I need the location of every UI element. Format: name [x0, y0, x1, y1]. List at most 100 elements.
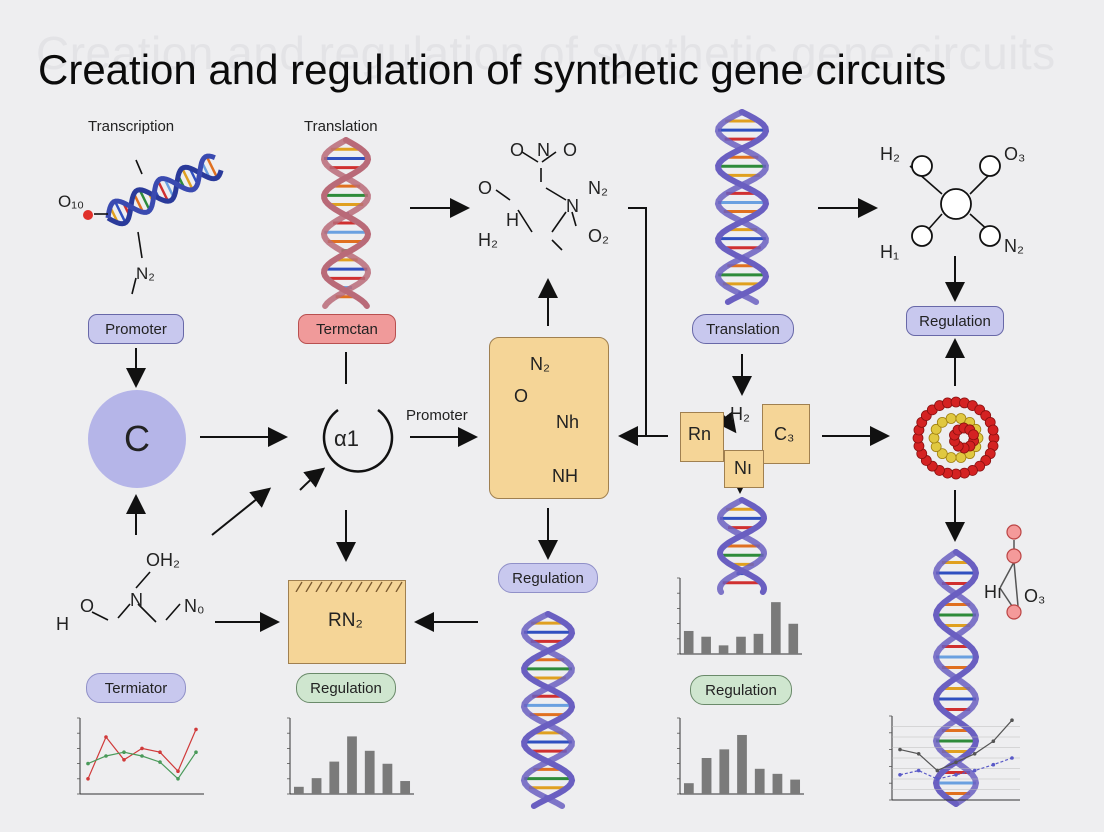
bead: [987, 424, 999, 436]
bead: [936, 416, 948, 428]
base-pair: [181, 167, 194, 191]
bead: [945, 452, 957, 463]
mol2-o: O: [478, 178, 493, 198]
bar: [754, 768, 765, 794]
small-molecule-red: [999, 524, 1022, 620]
mol1-o: O₁₀: [58, 192, 85, 211]
strand: [320, 137, 372, 309]
base-pair: [138, 189, 151, 211]
bracket-line: [624, 207, 647, 437]
point: [935, 777, 940, 781]
strand: [105, 153, 216, 219]
bar: [382, 763, 393, 794]
rn-label: Rn: [688, 424, 712, 444]
point: [954, 773, 958, 777]
mol-bl-n: N: [130, 590, 143, 610]
bar: [347, 736, 357, 794]
h2-small-label: H₂: [730, 404, 750, 424]
bar: [788, 623, 799, 654]
dna-helix-top-right: [714, 109, 770, 305]
c3-label: C₃: [774, 424, 795, 444]
mol3-h2: H₂: [880, 144, 900, 164]
pill-regulation-bottom-left: Regulation: [296, 673, 396, 703]
mol2-o2: O₂: [588, 226, 609, 246]
base-pair: [163, 178, 175, 198]
bead: [936, 448, 948, 460]
chart-2: [287, 717, 414, 795]
bar: [364, 750, 375, 794]
chart-1: [77, 717, 204, 795]
mol2-h: H: [506, 210, 519, 230]
bead: [968, 429, 979, 441]
label-promoter-arrow: Promoter: [406, 407, 468, 424]
mol2-n2: N₂: [588, 178, 608, 198]
bar: [701, 758, 712, 794]
bar: [329, 761, 340, 794]
bar: [683, 630, 694, 654]
mol-bl-oh2: OH₂: [146, 550, 180, 570]
dna-helix-transcription: [105, 153, 224, 227]
box-mol-o: O: [514, 386, 529, 406]
mol-o3-label: O₃: [1024, 586, 1046, 606]
circle-c: C: [88, 390, 186, 488]
bar: [790, 779, 801, 794]
series-line: [87, 751, 197, 780]
arrow-alpha-loop: [299, 467, 326, 491]
n1-label: Nı: [734, 458, 752, 478]
pill-termctan: Termctan: [298, 314, 396, 344]
mol3-o3: O₃: [1004, 144, 1026, 164]
pill-regulation-top-right: Regulation: [906, 306, 1004, 336]
dna-helices: [105, 109, 980, 809]
mol3-n2: N₂: [1004, 236, 1024, 256]
strand: [932, 549, 980, 807]
box-mol-nh2: NH: [552, 466, 578, 486]
pill-terminator: Termi­ator: [86, 673, 186, 703]
strand: [716, 497, 768, 595]
central-molecule-box: [489, 337, 609, 499]
bar: [701, 636, 711, 654]
mol2-n: N: [566, 196, 579, 216]
arrows: [126, 198, 965, 632]
alpha-ring: [322, 408, 394, 473]
pill-regulation-bottom-mid: Regulation: [690, 675, 792, 705]
c3-box: [762, 404, 810, 464]
dna-helix-translation: [320, 137, 372, 309]
series-line: [87, 729, 197, 780]
mol3-h1: H₁: [880, 242, 900, 262]
page-title: Creation and regulation of synthetic gen…: [38, 46, 947, 93]
bar: [718, 645, 729, 654]
dna-helix-bottom-right: [932, 549, 980, 807]
charts: [77, 577, 1020, 801]
strand: [714, 109, 769, 305]
strand: [520, 611, 575, 809]
dna-helix-mid-right: [716, 497, 768, 595]
label-alpha1: α1: [334, 426, 359, 451]
bead: [930, 423, 942, 435]
bar: [736, 636, 746, 654]
bar: [719, 749, 730, 794]
label-transcription: Transcription: [88, 118, 175, 135]
bar: [772, 773, 783, 794]
strand: [715, 109, 770, 305]
mol2-ono: O N O: [510, 140, 582, 160]
bar: [737, 734, 747, 794]
arrow-diag: [211, 487, 272, 536]
box-mol-n2: N₂: [530, 354, 550, 374]
strand: [320, 137, 372, 309]
dna-helix-bottom-center: [520, 611, 576, 809]
box-mol-nh1: Nh: [556, 412, 580, 432]
red-atom: [83, 210, 93, 220]
bar: [683, 783, 694, 794]
rn-box: [680, 412, 724, 462]
mol2-h2: H₂: [478, 230, 498, 250]
arrow-rn-h2: [716, 411, 737, 434]
pill-regulation-center: Regulation: [498, 563, 598, 593]
bar: [771, 602, 781, 654]
rn2-box: [288, 580, 406, 664]
rn2-label: RN₂: [328, 610, 363, 631]
mol-bl-o: O: [80, 596, 95, 616]
chart-4: [677, 717, 804, 795]
ghost-title: Creation and regulation of synthetic gen…: [36, 27, 1056, 79]
